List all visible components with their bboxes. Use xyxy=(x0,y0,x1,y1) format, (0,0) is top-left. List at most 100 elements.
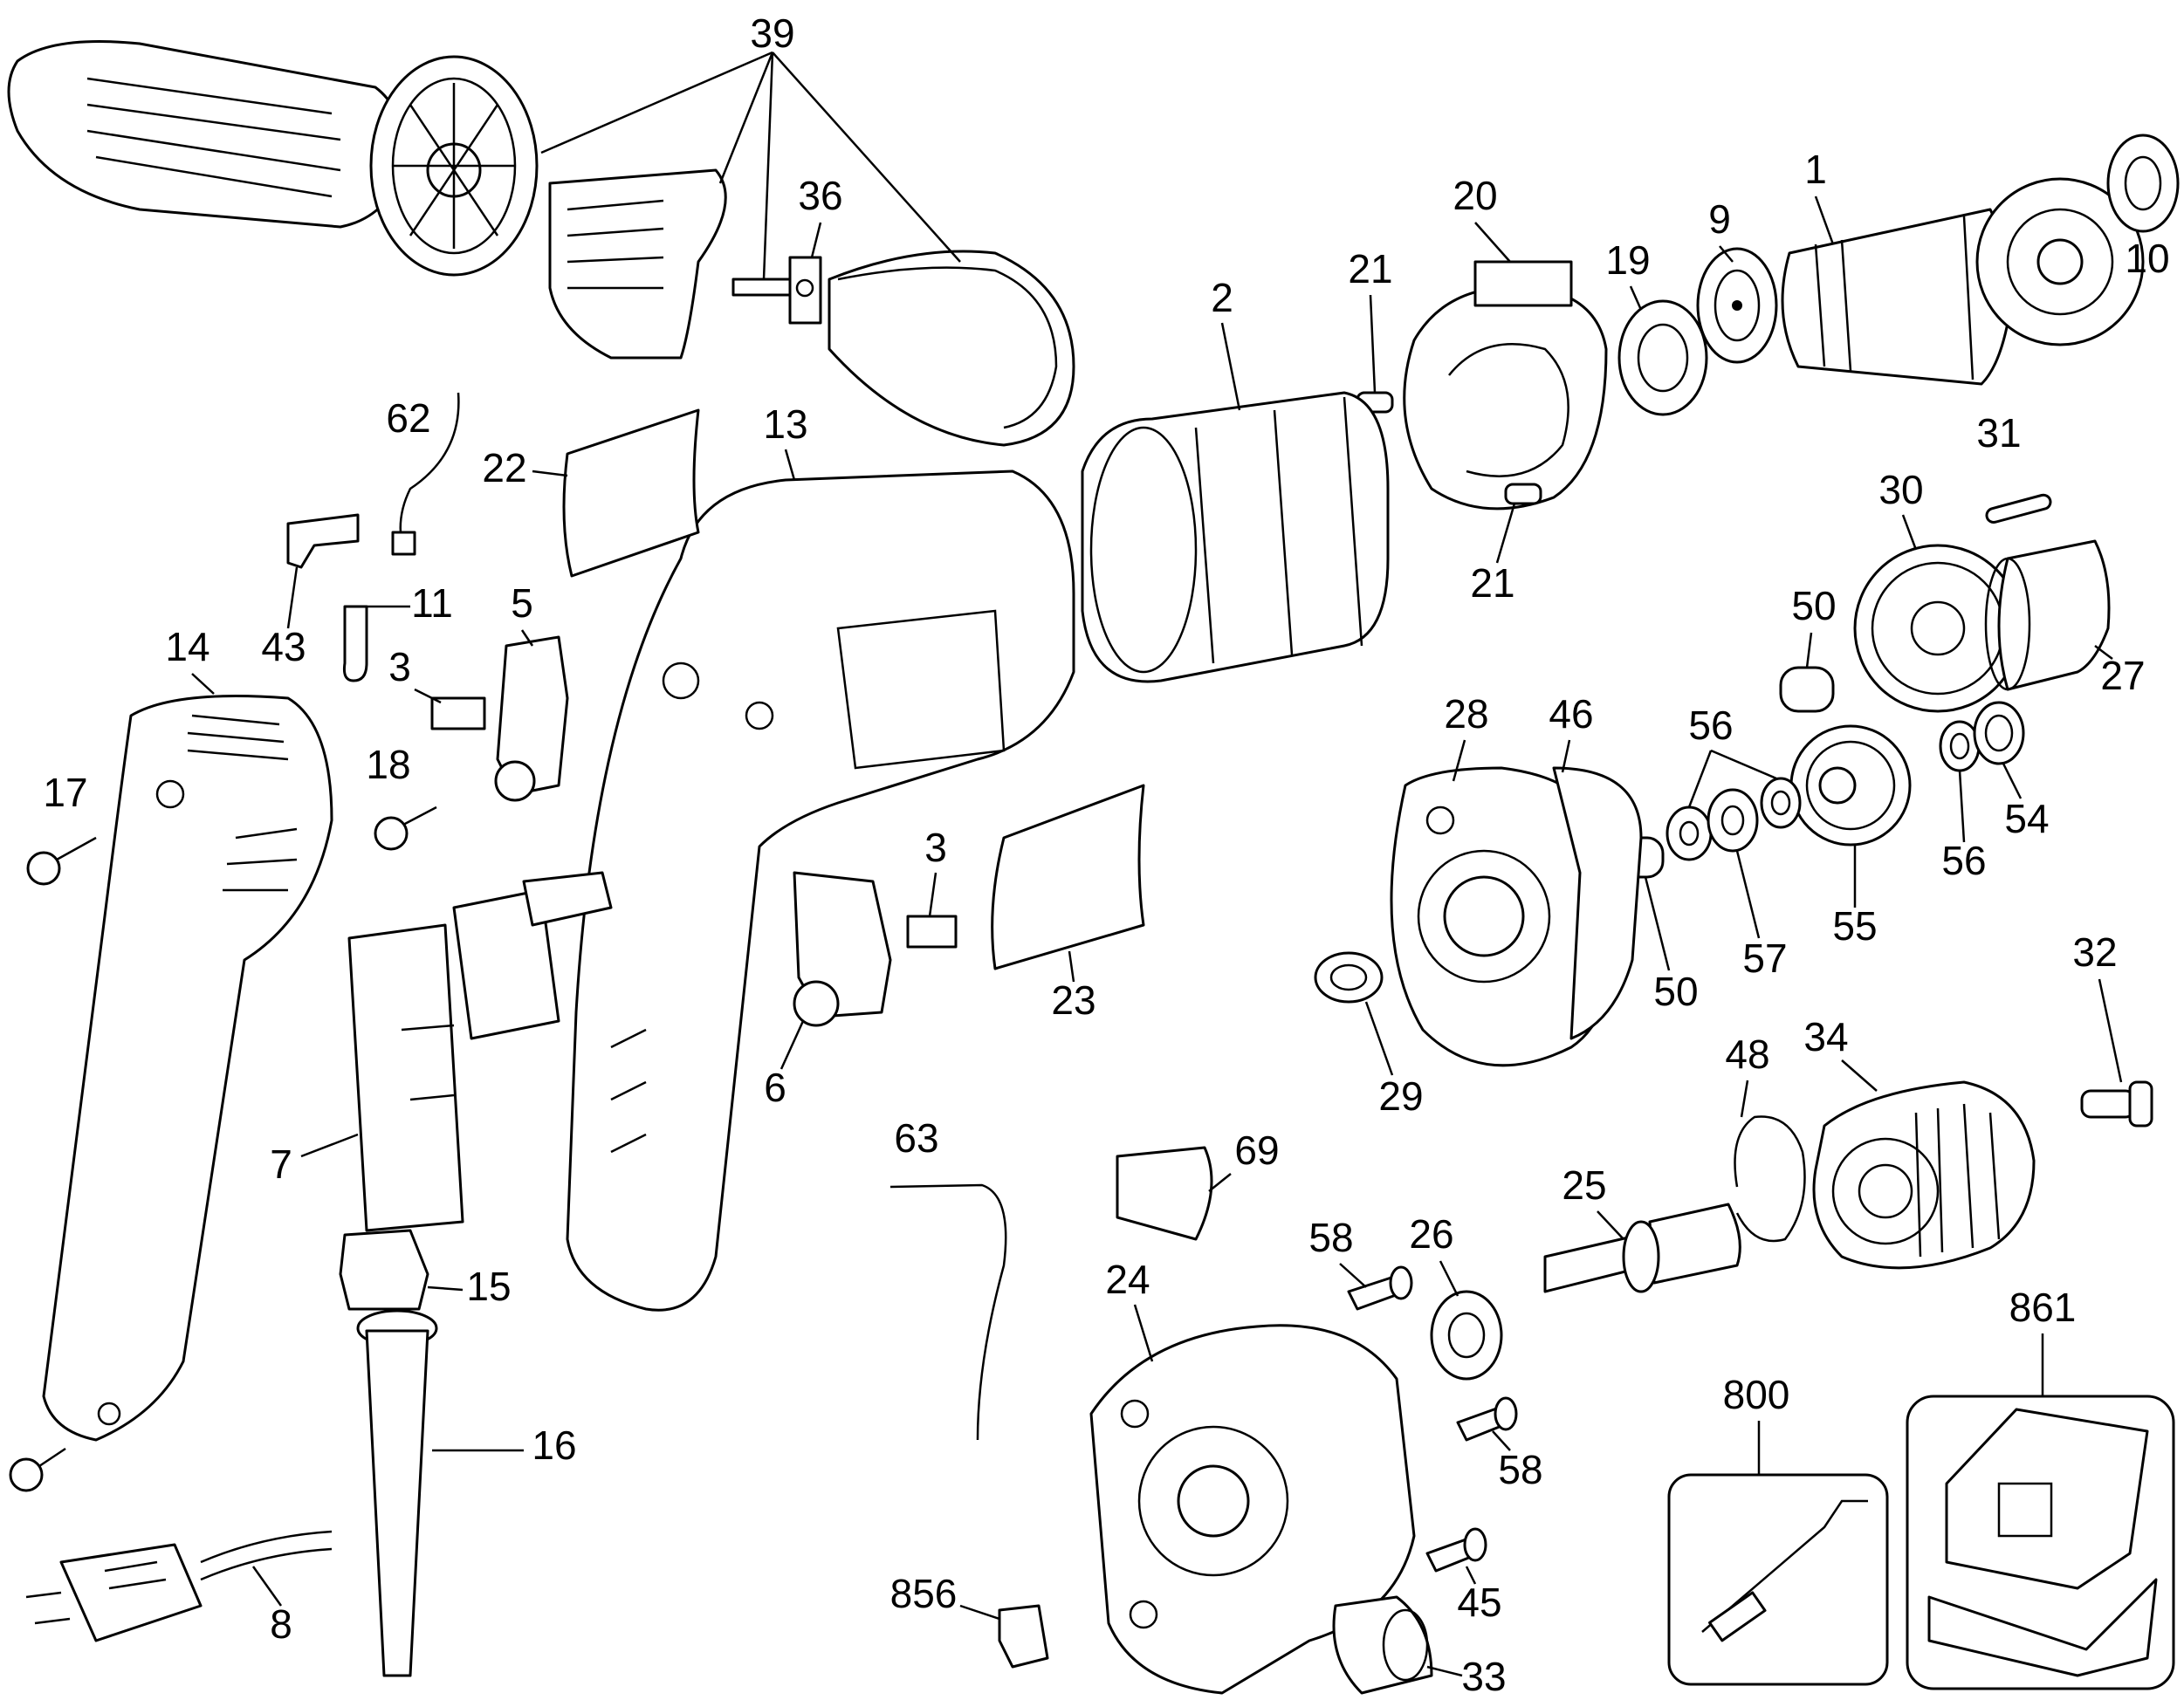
callout-2: 2 xyxy=(1211,275,1233,320)
screw-58-lower xyxy=(1456,1396,1518,1442)
pin-21-lower xyxy=(1504,483,1542,505)
callout-13: 13 xyxy=(763,401,807,447)
callout-28: 28 xyxy=(1444,691,1488,737)
screw-lower-handle xyxy=(9,1447,66,1492)
callout-34: 34 xyxy=(1803,1014,1848,1059)
brush-3-lower xyxy=(906,915,958,949)
callout-31: 31 xyxy=(1976,410,2021,456)
callout-54: 54 xyxy=(2004,796,2049,841)
switch xyxy=(347,871,613,1232)
callout-24: 24 xyxy=(1105,1257,1150,1302)
washer-29 xyxy=(1314,951,1384,1004)
bearing-10 xyxy=(2106,134,2180,233)
brush-holder-6 xyxy=(793,871,892,1027)
callout-23: 23 xyxy=(1051,977,1095,1023)
screw-45 xyxy=(1425,1527,1487,1573)
callout-39: 39 xyxy=(750,10,794,56)
brush-ring xyxy=(1403,260,1608,511)
callout-6: 6 xyxy=(764,1065,786,1110)
gear-55 xyxy=(1789,724,1912,847)
baffle-46 xyxy=(1552,766,1643,1040)
power-cord-8 xyxy=(25,1530,333,1642)
lead-wire-62 xyxy=(399,392,460,542)
callout-26: 26 xyxy=(1409,1211,1453,1257)
clip-856 xyxy=(998,1604,1049,1669)
callout-45: 45 xyxy=(1457,1580,1501,1625)
callout-14: 14 xyxy=(165,624,209,669)
callout-58-lower: 58 xyxy=(1498,1447,1542,1492)
callout-15: 15 xyxy=(466,1264,511,1309)
washer-56-left xyxy=(1665,805,1713,861)
cord-clamp-15 xyxy=(339,1229,429,1311)
spindle-25 xyxy=(1543,1203,1741,1293)
callout-21-upper: 21 xyxy=(1348,246,1392,291)
chuck-34 xyxy=(1812,1080,2036,1270)
lock-button-33 xyxy=(1332,1595,1433,1695)
wire-terminal-62 xyxy=(391,531,416,556)
callout-46: 46 xyxy=(1549,691,1593,737)
callout-21-lower: 21 xyxy=(1470,560,1514,606)
terminal-11 xyxy=(343,605,368,682)
callout-55: 55 xyxy=(1832,903,1877,949)
nameplate-23 xyxy=(991,784,1145,970)
side-handle-bolt xyxy=(731,256,822,325)
armature-commutator-bearing xyxy=(1696,247,1778,364)
callout-30: 30 xyxy=(1878,467,1923,512)
callout-856: 856 xyxy=(890,1571,958,1616)
bearing-57 xyxy=(1707,788,1759,853)
accessory-box-800 xyxy=(1667,1473,1889,1686)
armature xyxy=(1781,177,2145,386)
bearing-26 xyxy=(1430,1290,1503,1381)
screw-17 xyxy=(26,836,97,886)
callout-11: 11 xyxy=(411,580,453,626)
gear-plate-28 xyxy=(1390,766,1617,1067)
callout-25: 25 xyxy=(1562,1162,1606,1208)
cord-protector-16 xyxy=(356,1309,438,1677)
washer-56-right xyxy=(1939,720,1981,772)
spindle-sleeve-27 xyxy=(1984,539,2111,691)
side-handle-grip xyxy=(7,40,539,277)
callout-58-upper: 58 xyxy=(1308,1215,1353,1260)
callout-3-upper: 3 xyxy=(388,644,411,689)
callout-800: 800 xyxy=(1723,1372,1790,1417)
carrying-case-861 xyxy=(1906,1395,2175,1690)
label-69 xyxy=(1116,1146,1213,1241)
callout-8: 8 xyxy=(270,1601,292,1647)
callout-16: 16 xyxy=(532,1422,576,1468)
callout-69: 69 xyxy=(1234,1128,1279,1173)
callout-3-lower: 3 xyxy=(924,825,947,870)
callout-62: 62 xyxy=(386,395,430,441)
screw-18 xyxy=(374,805,437,851)
callout-48: 48 xyxy=(1725,1032,1769,1077)
callout-33: 33 xyxy=(1461,1654,1506,1699)
gear-case-24 xyxy=(1089,1324,1416,1695)
chuck-screw-32 xyxy=(2080,1080,2153,1128)
callout-32: 32 xyxy=(2072,929,2117,975)
washer-56-mid xyxy=(1760,777,1802,829)
field-housing xyxy=(1081,391,1390,683)
callout-63: 63 xyxy=(894,1115,938,1161)
callout-29: 29 xyxy=(1378,1073,1423,1119)
callout-22: 22 xyxy=(482,445,526,490)
leader-lines-39 xyxy=(540,51,961,280)
callout-18: 18 xyxy=(366,742,410,787)
side-handle-band xyxy=(828,250,1075,447)
bearing-54 xyxy=(1973,701,2025,765)
brush-3-upper xyxy=(430,696,486,730)
callout-19: 19 xyxy=(1605,237,1650,283)
callout-17: 17 xyxy=(43,770,87,815)
callout-20: 20 xyxy=(1453,173,1497,218)
pin-31 xyxy=(1985,493,2052,524)
callout-57: 57 xyxy=(1742,936,1787,981)
callout-27: 27 xyxy=(2100,653,2145,698)
nameplate-22 xyxy=(562,408,700,578)
callout-56-left: 56 xyxy=(1688,703,1733,748)
callout-43: 43 xyxy=(261,624,306,669)
callout-9: 9 xyxy=(1708,196,1731,242)
callout-50-upper: 50 xyxy=(1791,583,1836,628)
callout-36: 36 xyxy=(798,173,842,218)
callout-50-lower: 50 xyxy=(1653,969,1698,1014)
switch-clip-43 xyxy=(286,513,360,569)
callout-7: 7 xyxy=(270,1141,292,1187)
